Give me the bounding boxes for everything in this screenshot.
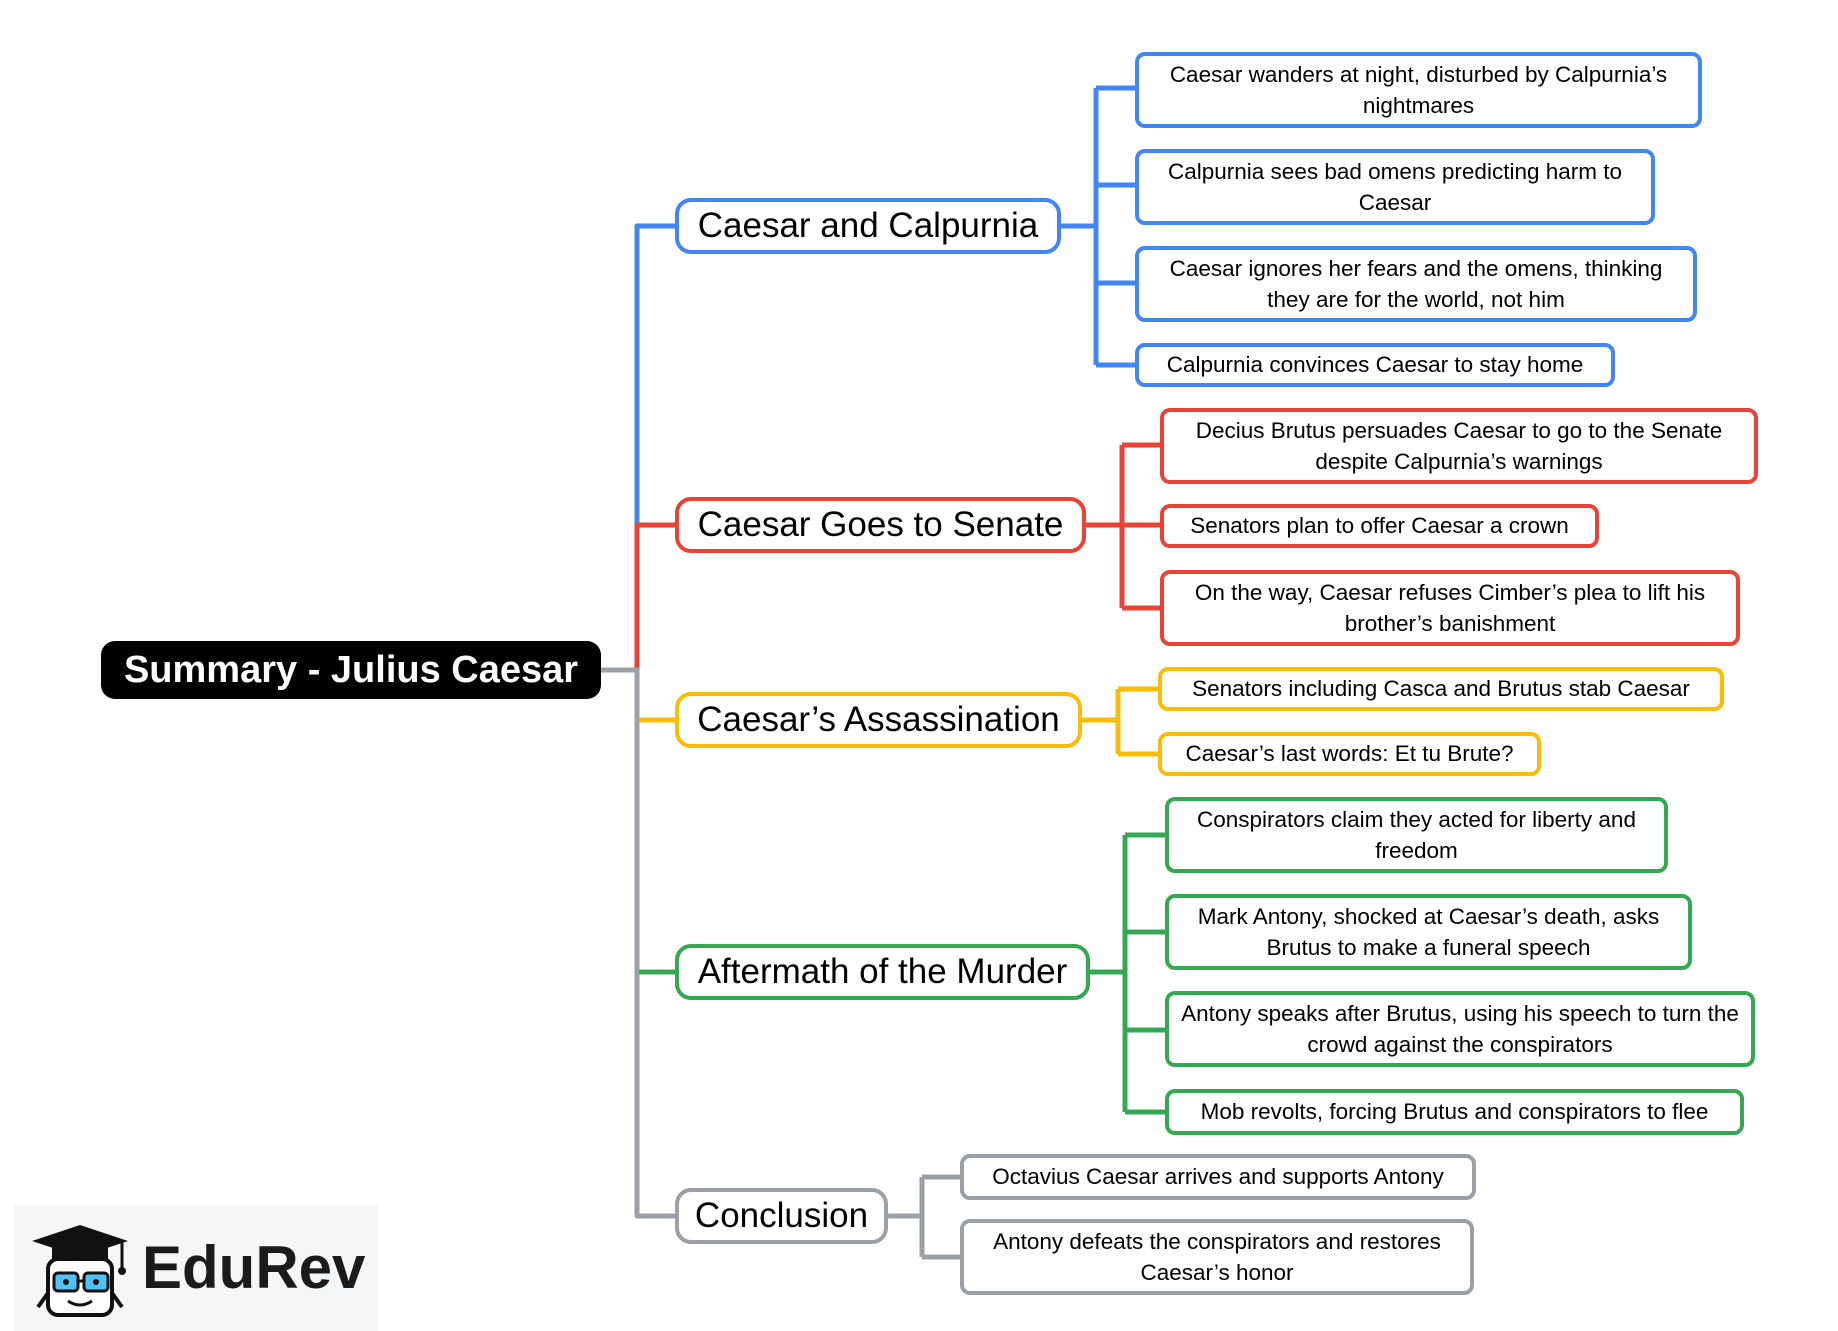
connector-root-senate — [601, 522, 675, 673]
graduation-cap-icon — [32, 1225, 128, 1317]
connector-root-conclusion — [601, 667, 675, 1219]
branch-caesar-goes-to-senate[interactable]: Caesar Goes to Senate — [675, 497, 1086, 553]
leaf-calpurnia-3[interactable]: Caesar ignores her fears and the omens, … — [1135, 246, 1697, 322]
logo-text: EduRev — [142, 1234, 366, 1301]
connector-calpurnia-items — [1061, 85, 1135, 368]
leaf-calpurnia-2[interactable]: Calpurnia sees bad omens predicting harm… — [1135, 149, 1655, 225]
leaf-calpurnia-1[interactable]: Caesar wanders at night, disturbed by Ca… — [1135, 52, 1702, 128]
leaf-aftermath-1[interactable]: Conspirators claim they acted for libert… — [1165, 797, 1668, 873]
root-node[interactable]: Summary - Julius Caesar — [101, 641, 601, 699]
leaf-senate-3[interactable]: On the way, Caesar refuses Cimber’s plea… — [1160, 570, 1740, 646]
leaf-senate-1[interactable]: Decius Brutus persuades Caesar to go to … — [1160, 408, 1758, 484]
leaf-assassination-1[interactable]: Senators including Casca and Brutus stab… — [1158, 667, 1724, 711]
connector-aftermath-items — [1090, 832, 1165, 1115]
leaf-aftermath-3[interactable]: Antony speaks after Brutus, using his sp… — [1165, 991, 1755, 1067]
leaf-aftermath-2[interactable]: Mark Antony, shocked at Caesar’s death, … — [1165, 894, 1692, 970]
branch-caesars-assassination[interactable]: Caesar’s Assassination — [675, 692, 1082, 748]
branch-caesar-and-calpurnia[interactable]: Caesar and Calpurnia — [675, 198, 1061, 254]
edurev-logo: EduRev — [14, 1205, 378, 1331]
leaf-assassination-2[interactable]: Caesar’s last words: Et tu Brute? — [1158, 732, 1541, 776]
leaf-calpurnia-4[interactable]: Calpurnia convinces Caesar to stay home — [1135, 343, 1615, 387]
branch-aftermath-of-the-murder[interactable]: Aftermath of the Murder — [675, 944, 1090, 1000]
leaf-aftermath-4[interactable]: Mob revolts, forcing Brutus and conspira… — [1165, 1089, 1744, 1135]
leaf-conclusion-1[interactable]: Octavius Caesar arrives and supports Ant… — [960, 1154, 1476, 1200]
connector-senate-items — [1086, 442, 1160, 611]
leaf-senate-2[interactable]: Senators plan to offer Caesar a crown — [1160, 504, 1599, 548]
connector-assassination-items — [1082, 686, 1158, 757]
branch-conclusion[interactable]: Conclusion — [675, 1188, 888, 1244]
leaf-conclusion-2[interactable]: Antony defeats the conspirators and rest… — [960, 1219, 1474, 1295]
connector-conclusion-items — [888, 1174, 960, 1260]
